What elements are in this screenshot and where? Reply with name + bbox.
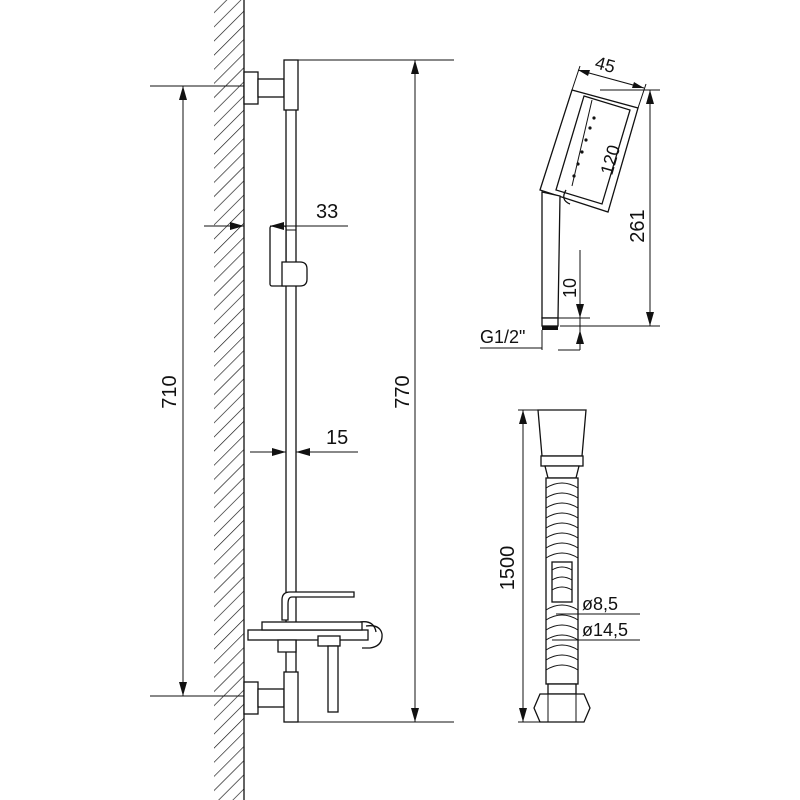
dim-label-15: 15 xyxy=(326,427,348,449)
hand-shower: 45 120 261 10 G1/2" xyxy=(480,53,660,351)
rail xyxy=(285,110,297,672)
hose-top-fitting xyxy=(537,409,587,479)
slider-holder xyxy=(269,225,308,287)
hose-bottom-nut xyxy=(533,683,591,723)
shower-head xyxy=(539,89,639,213)
shower-handle xyxy=(541,191,561,330)
wall xyxy=(214,0,245,800)
wall-hatching xyxy=(214,0,244,800)
dim-label-261: 261 xyxy=(627,209,649,242)
dimension-33: 33 xyxy=(204,201,348,230)
dim-label-10: 10 xyxy=(560,278,580,298)
dimension-710: 710 xyxy=(150,85,244,697)
dimension-1500: 1500 xyxy=(497,409,540,723)
dimension-770: 770 xyxy=(298,59,454,723)
shower-hose: 1500 ø8,5 ø14,5 xyxy=(497,409,640,723)
dimension-10: 10 xyxy=(558,250,590,351)
dim-label-33: 33 xyxy=(316,201,338,223)
dim-label-1500: 1500 xyxy=(497,546,519,591)
dimension-261: 261 xyxy=(560,89,660,327)
dim-label-45: 45 xyxy=(593,53,618,78)
dim-label-inner-diameter: ø8,5 xyxy=(582,594,618,614)
dimension-15: 15 xyxy=(250,427,358,456)
dim-label-710: 710 xyxy=(159,375,181,408)
diameter-callouts: ø8,5 ø14,5 xyxy=(552,594,640,641)
bottom-bracket xyxy=(243,671,299,723)
hose-body xyxy=(545,477,579,685)
dim-label-outer-diameter: ø14,5 xyxy=(582,620,628,640)
soap-dish xyxy=(247,591,383,713)
dim-label-770: 770 xyxy=(392,375,414,408)
thread-size: G1/2" xyxy=(480,327,525,347)
shower-rail-assembly xyxy=(243,59,383,723)
top-bracket xyxy=(243,59,299,111)
thread-label: G1/2" xyxy=(480,327,543,350)
